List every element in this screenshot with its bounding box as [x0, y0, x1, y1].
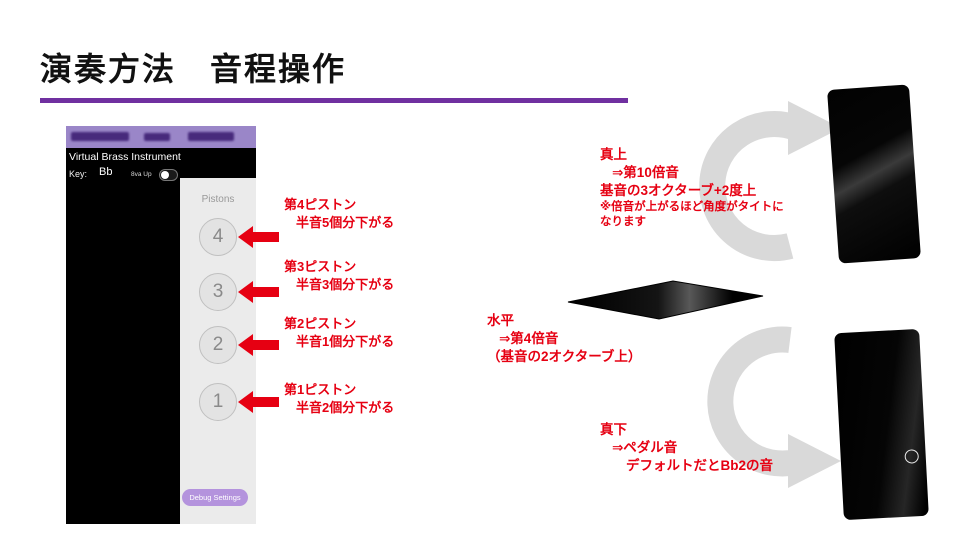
piston-1-annotation: 第1ピストン 半音2個分下がる — [284, 381, 394, 417]
piston-button-2[interactable]: 2 — [199, 326, 237, 364]
orientation-horizontal-annotation: 水平 ⇒第4倍音 （基音の2オクターブ上） — [487, 312, 641, 366]
red-arrow-piston-4-icon — [238, 226, 279, 248]
annotation-line: ※倍音が上がるほど角度がタイトに — [600, 201, 784, 213]
phone-down-illustration — [834, 328, 929, 521]
red-arrow-piston-1-icon — [238, 391, 279, 413]
annotation-line: （基音の2オクターブ上） — [487, 349, 642, 364]
arrow-shaft — [253, 397, 279, 407]
piston-button-1[interactable]: 1 — [199, 383, 237, 421]
app-title: Virtual Brass Instrument — [69, 151, 181, 163]
annotation-line: 半音1個分下がる — [296, 334, 395, 349]
annotation-line: 水平 — [487, 313, 514, 328]
annotation-line: 第4ピストン — [284, 197, 357, 212]
arrow-head — [238, 226, 253, 248]
annotation-line: 真下 — [600, 422, 627, 437]
app-screenshot: Virtual Brass Instrument Key: Bb 8va Up … — [66, 126, 256, 524]
piston-4-annotation: 第4ピストン 半音5個分下がる — [284, 196, 394, 232]
debug-settings-button[interactable]: Debug Settings — [182, 489, 248, 506]
top-bar-text-smudge — [71, 132, 129, 141]
annotation-line: ⇒第10倍音 — [612, 165, 679, 180]
top-bar-text-smudge — [188, 132, 234, 141]
arrow-head — [238, 391, 253, 413]
arrow-shaft — [253, 340, 279, 350]
annotation-line: 半音3個分下がる — [296, 277, 395, 292]
key-value[interactable]: Bb — [99, 166, 113, 178]
arrow-head — [238, 334, 253, 356]
annotation-line: 真上 — [600, 147, 627, 162]
arrow-head — [238, 281, 253, 303]
annotation-line: 第1ピストン — [284, 382, 357, 397]
key-row: Key: Bb 8va Up — [69, 166, 181, 181]
annotation-line: 第3ピストン — [284, 259, 357, 274]
key-label: Key: — [69, 169, 88, 179]
annotation-line: なります — [600, 216, 646, 228]
octave-toggle[interactable] — [159, 169, 178, 181]
red-arrow-piston-3-icon — [238, 281, 279, 303]
phone-upright-illustration — [827, 84, 921, 264]
octave-toggle-label: 8va Up — [131, 171, 152, 178]
piston-2-annotation: 第2ピストン 半音1個分下がる — [284, 315, 394, 351]
piston-3-annotation: 第3ピストン 半音3個分下がる — [284, 258, 394, 294]
piston-button-4[interactable]: 4 — [199, 218, 237, 256]
top-bar-text-smudge — [144, 133, 170, 141]
annotation-line: ⇒第4倍音 — [499, 331, 559, 346]
annotation-line: 半音5個分下がる — [296, 215, 395, 230]
annotation-line: 半音2個分下がる — [296, 400, 395, 415]
annotation-line: 基音の3オクターブ+2度上 — [600, 183, 757, 198]
annotation-line: デフォルトだとBb2の音 — [626, 458, 774, 473]
red-arrow-piston-2-icon — [238, 334, 279, 356]
page-title: 演奏方法 音程操作 — [40, 51, 347, 87]
orientation-up-annotation: 真上 ⇒第10倍音 基音の3オクターブ+2度上 ※倍音が上がるほど角度がタイトに… — [600, 146, 784, 230]
pistons-label: Pistons — [201, 194, 235, 205]
arrow-shaft — [253, 287, 279, 297]
orientation-down-annotation: 真下 ⇒ペダル音 デフォルトだとBb2の音 — [600, 421, 773, 475]
toggle-knob-icon — [161, 171, 169, 179]
arrow-shaft — [253, 232, 279, 242]
piston-button-3[interactable]: 3 — [199, 273, 237, 311]
annotation-line: ⇒ペダル音 — [612, 440, 678, 455]
app-top-bar — [66, 126, 256, 148]
title-underline — [40, 98, 628, 103]
annotation-line: 第2ピストン — [284, 316, 357, 331]
home-button-circle — [904, 449, 920, 464]
